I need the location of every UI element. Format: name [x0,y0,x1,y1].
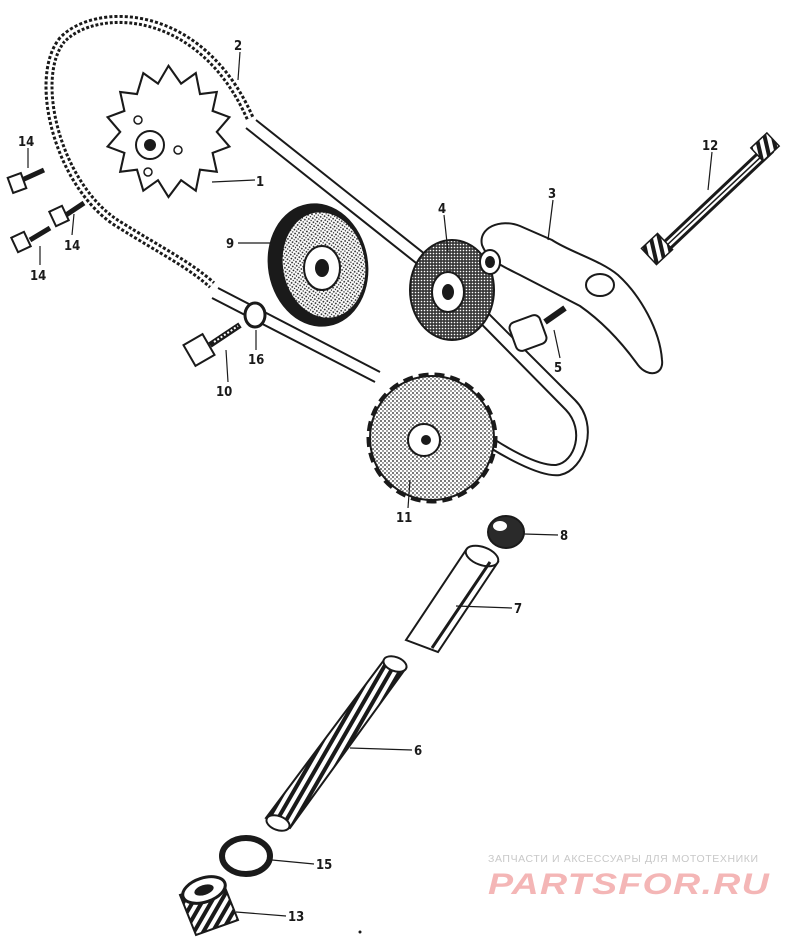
shaft [640,131,781,266]
label-part-3: 3 [548,187,556,202]
label-part-14c: 14 [30,269,46,284]
label-part-16: 16 [248,353,264,368]
tensioner-arm [479,222,664,375]
label-part-13: 13 [288,910,304,925]
label-part-4: 4 [438,202,446,217]
leader-lines [27,51,713,917]
cam-chain [44,14,589,477]
label-part-7: 7 [514,602,522,617]
watermark: ЗАПЧАСТИ И АКСЕССУАРЫ ДЛЯ МОТОТЕХНИКИ PA… [488,853,770,901]
cam-sprocket [105,63,232,199]
label-part-14b: 14 [64,239,80,254]
label-part-9: 9 [226,237,234,252]
bolt-14b [47,200,86,228]
bolt-14c [9,225,52,254]
tensioner-spring [264,655,408,832]
label-part-12: 12 [702,139,718,154]
watermark-logo: PARTSFOR.RU [488,868,770,901]
washer-16 [243,301,267,329]
push-rod [404,544,500,654]
label-part-6: 6 [414,744,422,759]
label-part-8: 8 [560,529,568,544]
label-part-14a: 14 [18,135,34,150]
tensioner-cap [487,515,525,549]
stray-dot [358,930,362,934]
lower-sprocket [366,372,498,504]
o-ring [219,835,273,877]
pivot-bolt [508,305,567,352]
guide-roller [267,203,369,327]
label-part-15: 15 [316,858,332,873]
label-part-1: 1 [256,175,264,190]
label-part-10: 10 [216,385,232,400]
watermark-tagline: ЗАПЧАСТИ И АКСЕССУАРЫ ДЛЯ МОТОТЕХНИКИ [488,853,759,865]
label-part-2: 2 [234,39,242,54]
sealing-bolt [178,875,240,937]
tensioner-sprocket [409,239,495,341]
bolt-10 [182,322,242,368]
label-part-11: 11 [396,511,412,526]
label-part-5: 5 [554,361,562,376]
bolt-14a [6,167,46,195]
part-callouts: 1 2 3 4 5 6 7 8 9 10 11 12 13 14 14 14 1… [18,39,718,925]
